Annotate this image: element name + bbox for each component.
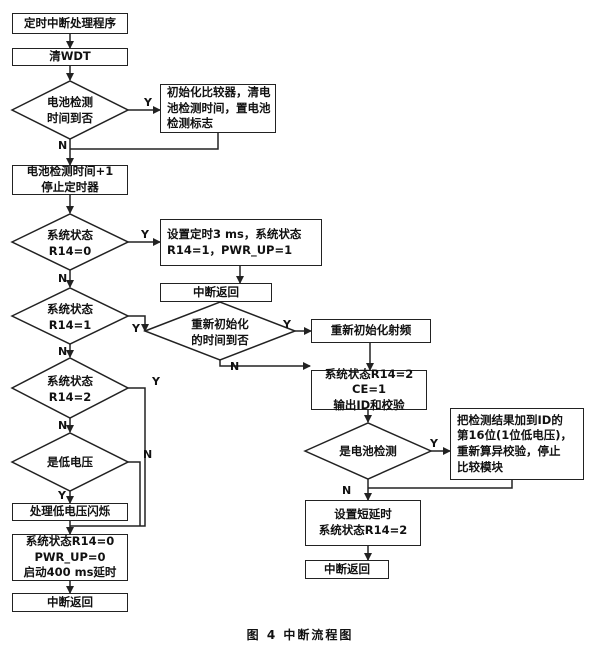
battery-time-inc-box: 电池检测时间+1 停止定时器 bbox=[12, 164, 128, 195]
branch-no-label: N bbox=[58, 419, 68, 432]
reinit-rf-box: 重新初始化射频 bbox=[311, 319, 431, 343]
decision-battery-check-time: 电池检测 时间到否 bbox=[47, 95, 93, 126]
state0-delay-box: 系统状态R14=0 PWR_UP=0 启动400 ms延时 bbox=[12, 534, 128, 581]
branch-no-label: N bbox=[58, 345, 68, 358]
decision-is-battery-check: 是电池检测 bbox=[339, 444, 397, 458]
branch-yes-label: Y bbox=[152, 375, 160, 388]
add-result-box: 把检测结果加到ID的 第16位(1位低电压)， 重新算异校验，停止 比较模块 bbox=[450, 408, 584, 480]
decision-state-r14-0: 系统状态 R14=0 bbox=[47, 228, 93, 259]
branch-yes-label: Y bbox=[283, 318, 291, 331]
decision-reinit-time: 重新初始化 的时间到否 bbox=[191, 317, 249, 348]
figure-caption: 图 4 中断流程图 bbox=[246, 628, 354, 642]
branch-yes-label: Y bbox=[144, 96, 152, 109]
set-short-delay-box: 设置短延时 系统状态R14=2 bbox=[305, 500, 421, 546]
branch-yes-label: Y bbox=[430, 437, 438, 450]
branch-yes-label: Y bbox=[58, 489, 66, 502]
branch-no-label: N bbox=[230, 360, 240, 373]
branch-no-label: N bbox=[58, 139, 68, 152]
return-box-1: 中断返回 bbox=[160, 283, 272, 302]
decision-state-r14-1: 系统状态 R14=1 bbox=[47, 302, 93, 333]
set-timer-box: 设置定时3 ms，系统状态 R14=1，PWR_UP=1 bbox=[160, 219, 322, 266]
return-box-3: 中断返回 bbox=[12, 593, 128, 612]
start-box: 定时中断处理程序 bbox=[12, 13, 128, 34]
branch-no-label: N bbox=[143, 448, 153, 461]
init-comparator-box: 初始化比较器，清电 池检测时间，置电池 检测标志 bbox=[160, 84, 276, 133]
branch-no-label: N bbox=[342, 484, 352, 497]
branch-yes-label: Y bbox=[132, 322, 140, 335]
branch-yes-label: Y bbox=[141, 228, 149, 241]
clear-wdt-box: 清WDT bbox=[12, 48, 128, 66]
decision-state-r14-2: 系统状态 R14=2 bbox=[47, 374, 93, 405]
low-voltage-flash-box: 处理低电压闪烁 bbox=[12, 503, 128, 521]
branch-no-label: N bbox=[58, 272, 68, 285]
decision-is-low-voltage: 是低电压 bbox=[47, 455, 93, 469]
return-box-2: 中断返回 bbox=[305, 560, 389, 579]
state2-output-box: 系统状态R14=2 CE=1 输出ID和校验 bbox=[311, 367, 427, 412]
